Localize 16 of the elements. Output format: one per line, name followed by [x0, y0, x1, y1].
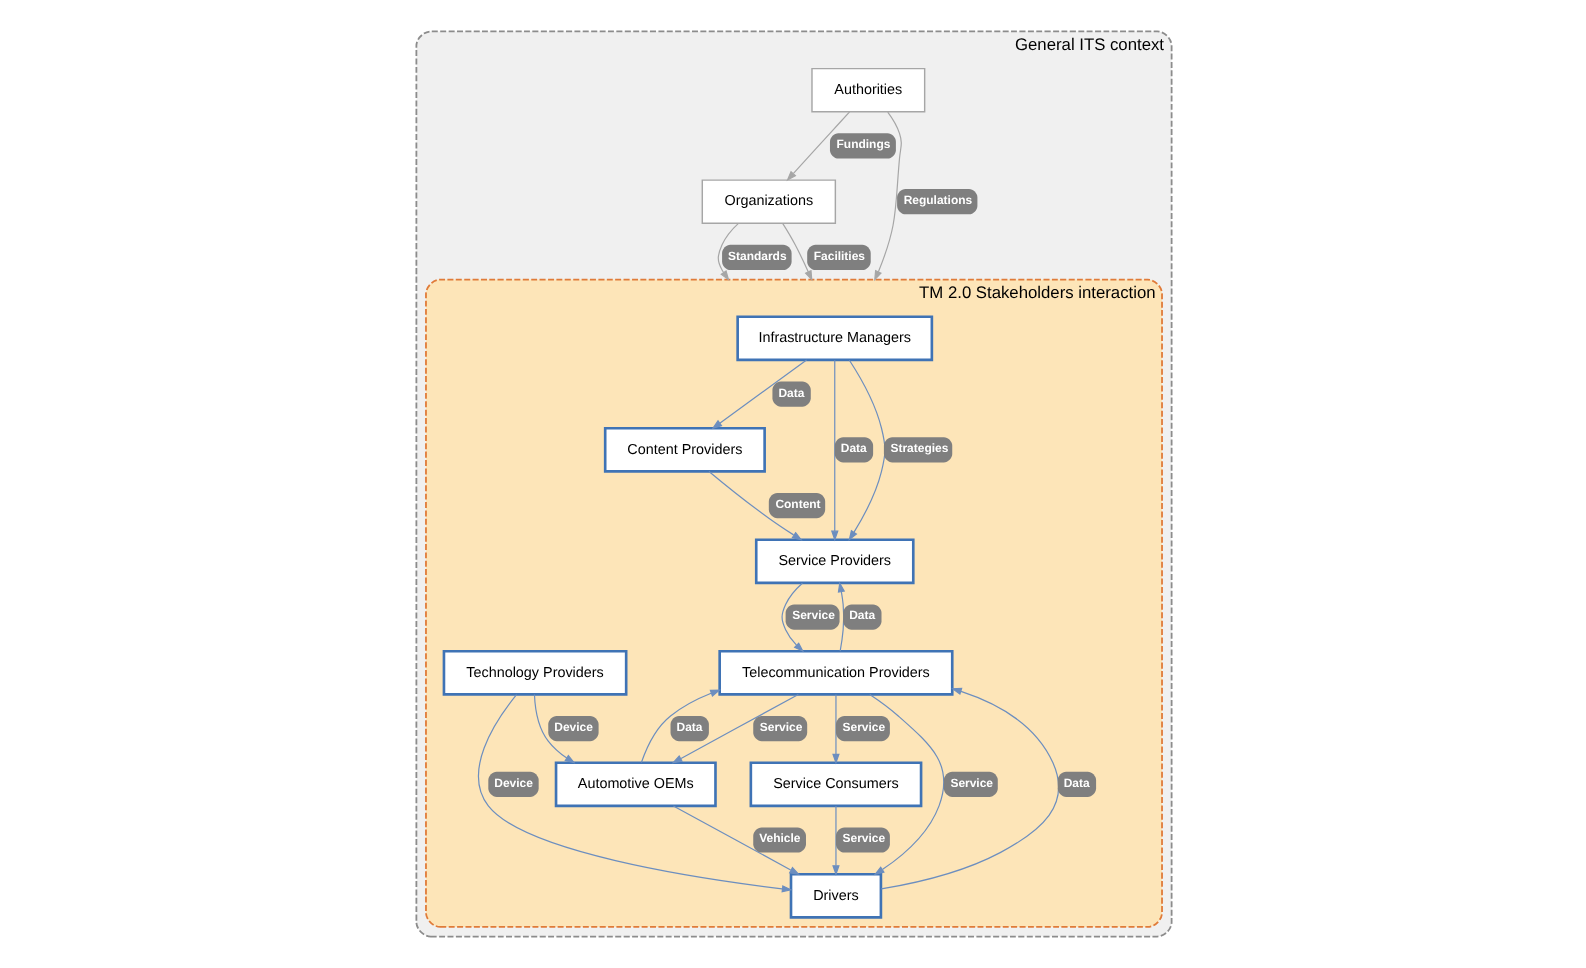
arrow — [873, 111, 901, 282]
arrow — [671, 805, 800, 875]
arrow — [780, 582, 804, 653]
arrow — [868, 693, 944, 876]
arrow — [831, 693, 839, 765]
arrow — [476, 694, 792, 893]
arrow — [847, 359, 885, 541]
arrow — [707, 470, 802, 541]
arrow — [836, 581, 845, 652]
arrow — [831, 805, 839, 876]
arrow — [829, 359, 838, 542]
arrow — [785, 111, 850, 182]
arrow — [639, 689, 720, 764]
arrow — [879, 687, 1059, 890]
arrow — [532, 693, 575, 764]
arrow — [710, 359, 807, 430]
